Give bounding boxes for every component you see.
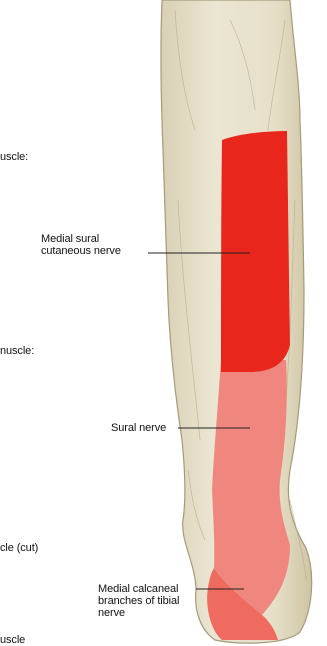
sural-nerve-label: Sural nerve — [111, 422, 166, 434]
medial-calcaneal-branches-label: Medial calcaneal branches of tibial nerv… — [98, 583, 179, 619]
muscle-label-bottom: uscle — [0, 634, 25, 646]
muscle-label-2: nuscle: — [0, 345, 34, 357]
sural-nerve-region — [212, 360, 290, 615]
medial-sural-cutaneous-region — [221, 131, 290, 372]
medial-sural-cutaneous-nerve-label: Medial sural cutaneous nerve — [41, 233, 121, 257]
muscle-label-1: uscle: — [0, 151, 28, 163]
muscle-cut-label: cle (cut) — [0, 542, 38, 554]
